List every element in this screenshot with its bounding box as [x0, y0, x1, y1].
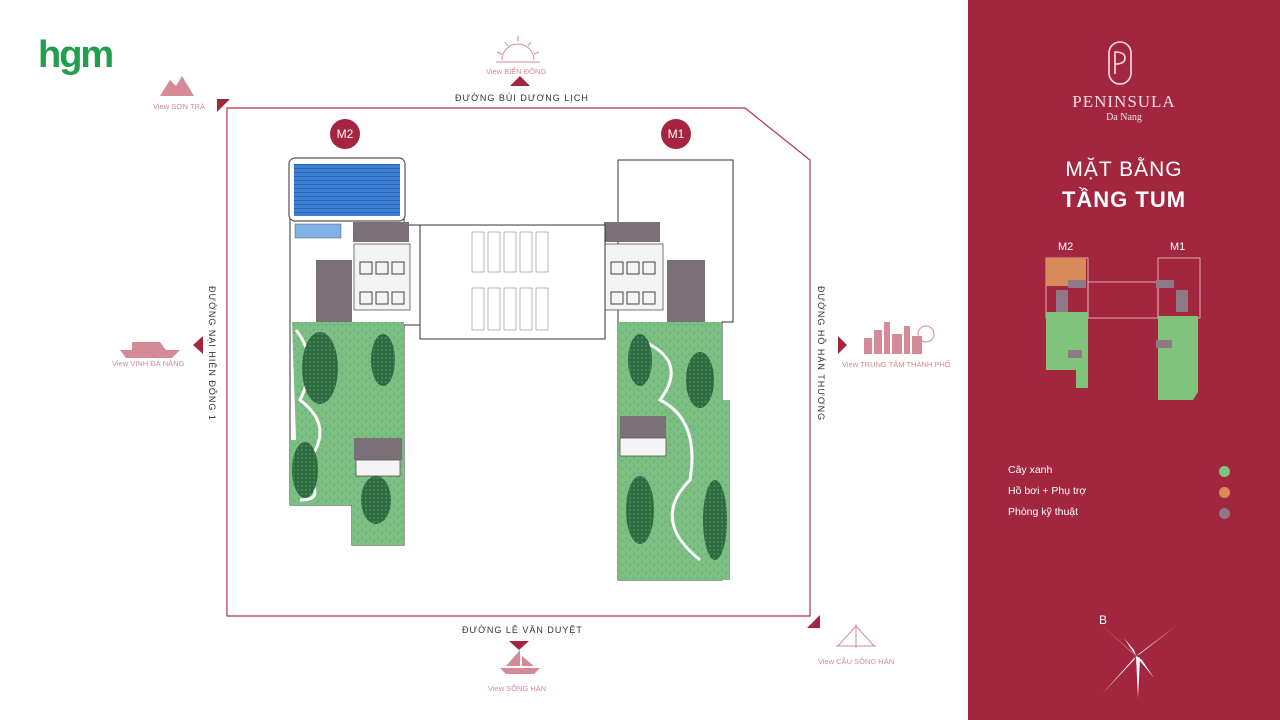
street-south: ĐƯỜNG LÊ VĂN DUYỆT: [462, 625, 583, 635]
ship-icon: [120, 342, 180, 358]
arrow-south: [509, 641, 529, 650]
sunrise-icon: [496, 36, 540, 63]
info-sidebar: PENINSULA Da Nang MẶT BẰNG TẦNG TUM M2 M…: [968, 0, 1280, 720]
brand-city: Da Nang: [1106, 112, 1142, 123]
legend-dot-green: [1219, 466, 1230, 477]
hgm-logo: hgm: [38, 34, 114, 76]
legend-label: Phòng kỹ thuật: [1008, 506, 1079, 518]
site-plan-area: hgm ĐƯỜNG BÙI DƯƠNG LỊCH ĐƯỜNG LÊ VĂN DU…: [38, 34, 951, 693]
corner-marker-se: [807, 615, 820, 628]
legend-item-technical: Phòng kỹ thuật: [1008, 506, 1230, 522]
view-north: View BIỂN ĐÔNG: [486, 67, 547, 76]
view-north-west: View SƠN TRÀ: [153, 102, 206, 111]
city-skyline-icon: [864, 322, 935, 354]
connecting-deck: [419, 224, 606, 340]
bridge-icon: [836, 624, 876, 648]
street-east: ĐƯỜNG HỒ HÁN THƯƠNG: [816, 286, 826, 422]
site-plan-drawing: [120, 36, 935, 674]
key-plan-tag-m1: M1: [1170, 241, 1186, 253]
legend-dot-pool: [1219, 487, 1230, 498]
legend-label: Cây xanh: [1008, 464, 1053, 476]
arrow-east: [838, 336, 847, 354]
legend-item-pool: Hồ bơi + Phụ trợ: [1008, 485, 1230, 501]
sailboat-icon: [500, 650, 540, 674]
site-boundary: [226, 107, 811, 617]
mountain-icon: [160, 76, 194, 96]
brand-name: PENINSULA: [1072, 92, 1176, 111]
key-plan-green-left: [1046, 312, 1088, 388]
legend-dot-technical: [1219, 508, 1230, 519]
page-title-line-2: TẦNG TUM: [1061, 187, 1187, 212]
legend-label: Hồ bơi + Phụ trợ: [1008, 485, 1087, 497]
peninsula-logo-icon: [1108, 41, 1132, 85]
building-m1: [604, 159, 734, 581]
compass-north-letter: B: [1099, 613, 1108, 627]
compass-icon: [1100, 624, 1176, 698]
key-plan-tag-m2: M2: [1058, 241, 1074, 253]
key-plan-diagram: [1045, 257, 1201, 400]
arrow-west: [193, 336, 203, 354]
arrow-north: [510, 76, 530, 86]
view-south: View SÔNG HÀN: [488, 684, 547, 693]
corner-marker-nw: [217, 99, 230, 112]
building-m2: [288, 157, 421, 546]
view-east: View TRUNG TÂM THÀNH PHỐ: [842, 360, 951, 369]
block-tag-m1: M1: [661, 119, 691, 149]
street-north: ĐƯỜNG BÙI DƯƠNG LỊCH: [455, 93, 589, 103]
street-west: ĐƯỜNG NẠI HIÊN ĐÔNG 1: [207, 286, 217, 421]
page-title-line-1: MẶT BẰNG: [1065, 158, 1183, 181]
key-plan-green-right: [1158, 316, 1198, 400]
block-tag-m2: M2: [330, 119, 360, 149]
legend-item-green: Cây xanh: [1008, 464, 1230, 480]
view-west: View VỊNH ĐÀ NẴNG: [112, 359, 185, 368]
view-south-east: View CẦU SÔNG HÀN: [818, 657, 895, 666]
